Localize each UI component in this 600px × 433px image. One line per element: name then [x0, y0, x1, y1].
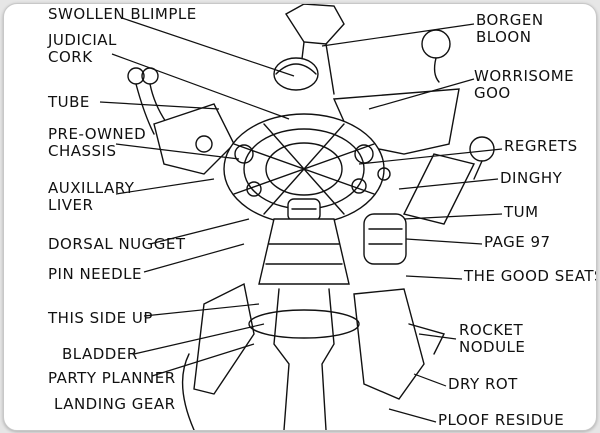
label-bladder: BLADDER — [62, 345, 138, 363]
label-dry-rot: DRY ROT — [448, 375, 518, 393]
label-ploof-residue: PLOOF RESIDUE — [438, 411, 565, 429]
label-regrets: REGRETS — [504, 137, 578, 155]
label-this-side-up: THIS SIDE UP — [48, 309, 153, 327]
label-worrisome-goo: WORRISOME GOO — [474, 67, 575, 102]
label-dorsal-nugget: DORSAL NUGGET — [48, 235, 186, 253]
label-landing-gear: LANDING GEAR — [54, 395, 176, 413]
label-rocket-nodule: ROCKET NODULE — [459, 321, 526, 356]
machine-drawing — [127, 4, 495, 430]
label-judicial-cork: JUDICIAL CORK — [48, 31, 117, 66]
label-party-planner: PARTY PLANNER — [48, 369, 176, 387]
label-page-97: PAGE 97 — [484, 233, 551, 251]
leader-lines — [99, 17, 503, 423]
label-tum: TUM — [504, 203, 539, 221]
label-the-good-seats: THE GOOD SEATS — [464, 267, 597, 285]
illustration-card: SWOLLEN BLIMPLE JUDICIAL CORK TUBE PRE-O… — [3, 3, 597, 431]
label-dinghy: DINGHY — [500, 169, 563, 187]
machine-illustration — [99, 4, 503, 430]
label-auxillary-liver: AUXILLARY LIVER — [48, 179, 135, 214]
label-pin-needle: PIN NEEDLE — [48, 265, 143, 283]
label-borgen-bloon: BORGEN BLOON — [476, 11, 544, 46]
label-tube: TUBE — [48, 93, 90, 111]
label-swollen-blimple: SWOLLEN BLIMPLE — [48, 5, 197, 23]
label-pre-owned-chassis: PRE-OWNED CHASSIS — [48, 125, 147, 160]
